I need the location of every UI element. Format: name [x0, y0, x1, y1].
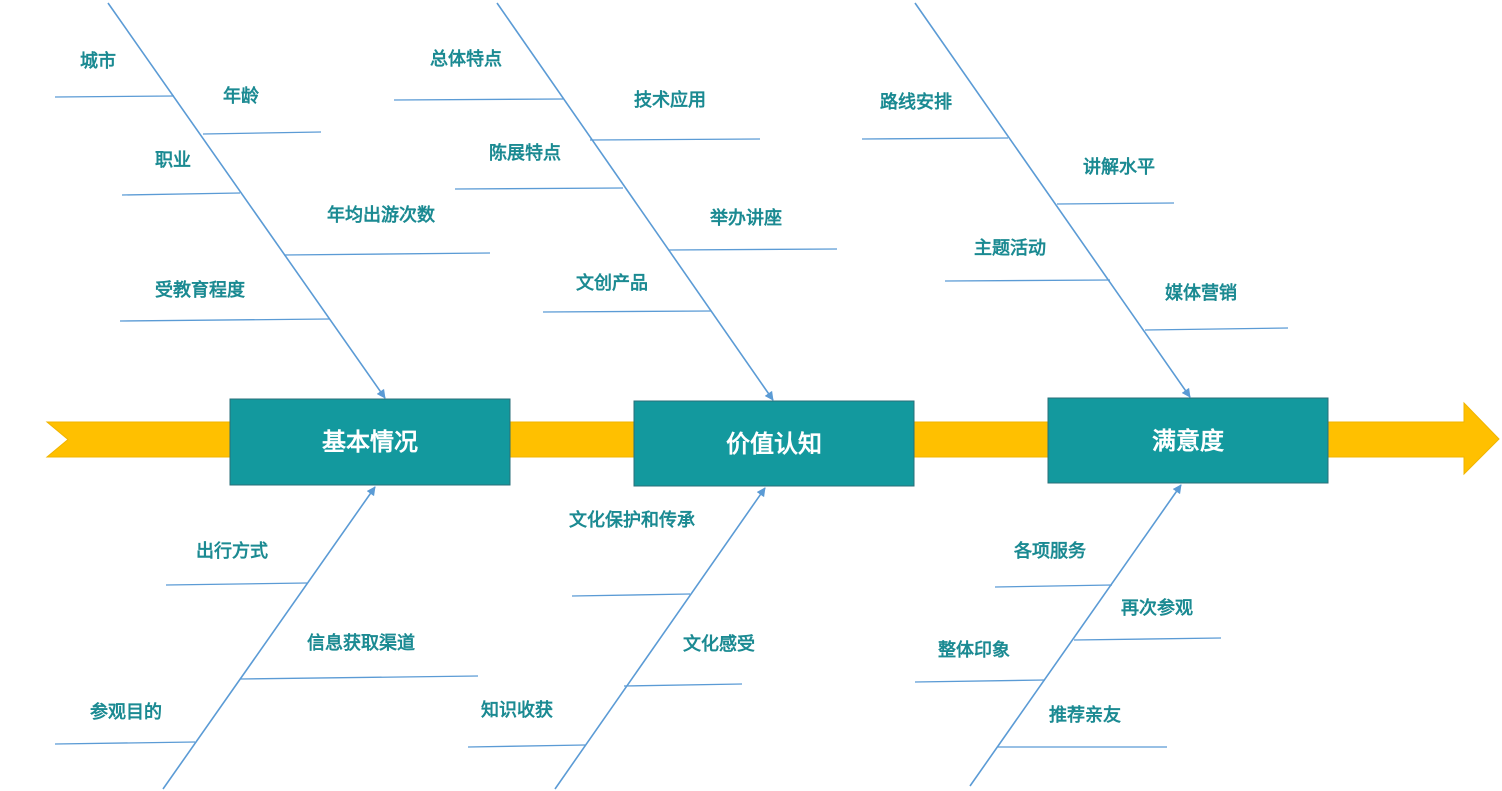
lower-bone	[969, 484, 1182, 787]
cause-line	[393, 98, 564, 101]
cause-label-exhibit-features: 陈展特点	[489, 142, 561, 164]
cause-label-services: 各项服务	[1013, 540, 1087, 562]
cause-line	[467, 744, 586, 748]
category-label-basic: 基本情况	[322, 428, 418, 456]
cause-label-creative-products: 文创产品	[576, 272, 648, 294]
cause-label-city: 城市	[80, 50, 116, 72]
cause-line	[542, 310, 712, 313]
cause-label-trips-per-year: 年均出游次数	[327, 204, 436, 226]
cause-label-travel-mode: 出行方式	[196, 540, 268, 562]
cause-label-education: 受教育程度	[155, 279, 246, 301]
cause-line	[944, 279, 1111, 282]
cause-line	[861, 137, 1009, 140]
cause-label-visit-purpose: 参观目的	[90, 701, 162, 723]
cause-line	[667, 248, 838, 251]
category-box	[1047, 397, 1329, 484]
cause-label-media-marketing: 媒体营销	[1165, 282, 1237, 304]
cause-label-revisit: 再次参观	[1121, 597, 1193, 619]
upper-bone	[496, 2, 774, 401]
cause-label-info-channel: 信息获取渠道	[307, 632, 415, 654]
cause-label-age: 年龄	[223, 85, 260, 107]
cause-line	[121, 192, 241, 196]
cause-label-occupation: 职业	[155, 150, 191, 171]
cause-label-guide-level: 讲解水平	[1083, 156, 1155, 178]
upper-bone	[914, 2, 1191, 398]
category-label-value: 价值认知	[726, 430, 822, 458]
cause-line	[54, 95, 175, 98]
cause-label-cultural-feeling: 文化感受	[683, 633, 755, 655]
upper-bone	[107, 2, 386, 399]
cause-label-lectures: 举办讲座	[709, 207, 782, 229]
cause-label-theme-activities: 主题活动	[974, 237, 1046, 259]
cause-label-tech-application: 技术应用	[634, 89, 706, 111]
cause-line	[1056, 202, 1175, 205]
cause-line	[1073, 637, 1222, 641]
cause-line	[119, 318, 330, 322]
category-box	[229, 398, 511, 486]
cause-line	[54, 741, 196, 745]
category-group-value: 总体特点 技术应用 陈展特点 举办讲座 文创产品 文化保护和传承 文化感受 知识…	[393, 2, 915, 790]
cause-line	[914, 679, 1046, 683]
cause-line	[239, 675, 479, 680]
category-group-satisfaction: 路线安排 讲解水平 主题活动 媒体营销 各项服务 再次参观 整体印象 推荐亲友 …	[861, 2, 1329, 787]
cause-line	[454, 187, 624, 190]
cause-line	[283, 252, 491, 256]
cause-line	[589, 138, 761, 141]
category-label-satisfaction: 满意度	[1152, 427, 1225, 455]
cause-line	[571, 593, 691, 597]
cause-label-heritage-protection: 文化保护和传承	[569, 509, 696, 531]
cause-label-route: 路线安排	[880, 91, 952, 113]
cause-line	[994, 584, 1113, 588]
category-group-basic: 城市 年龄 职业 年均出游次数 受教育程度 出行方式 信息获取渠道 参观目的 基…	[54, 2, 511, 790]
cause-label-overall-impression: 整体印象	[937, 639, 1010, 661]
cause-line	[202, 131, 322, 135]
lower-bone	[554, 487, 766, 790]
category-box	[633, 400, 915, 487]
cause-line	[165, 582, 308, 586]
cause-label-overall-features: 总体特点	[430, 48, 502, 70]
cause-label-recommend: 推荐亲友	[1049, 704, 1121, 726]
lower-bone	[162, 486, 376, 790]
cause-line	[1144, 327, 1289, 331]
cause-label-knowledge-gain: 知识收获	[481, 699, 553, 721]
cause-line	[623, 683, 743, 687]
